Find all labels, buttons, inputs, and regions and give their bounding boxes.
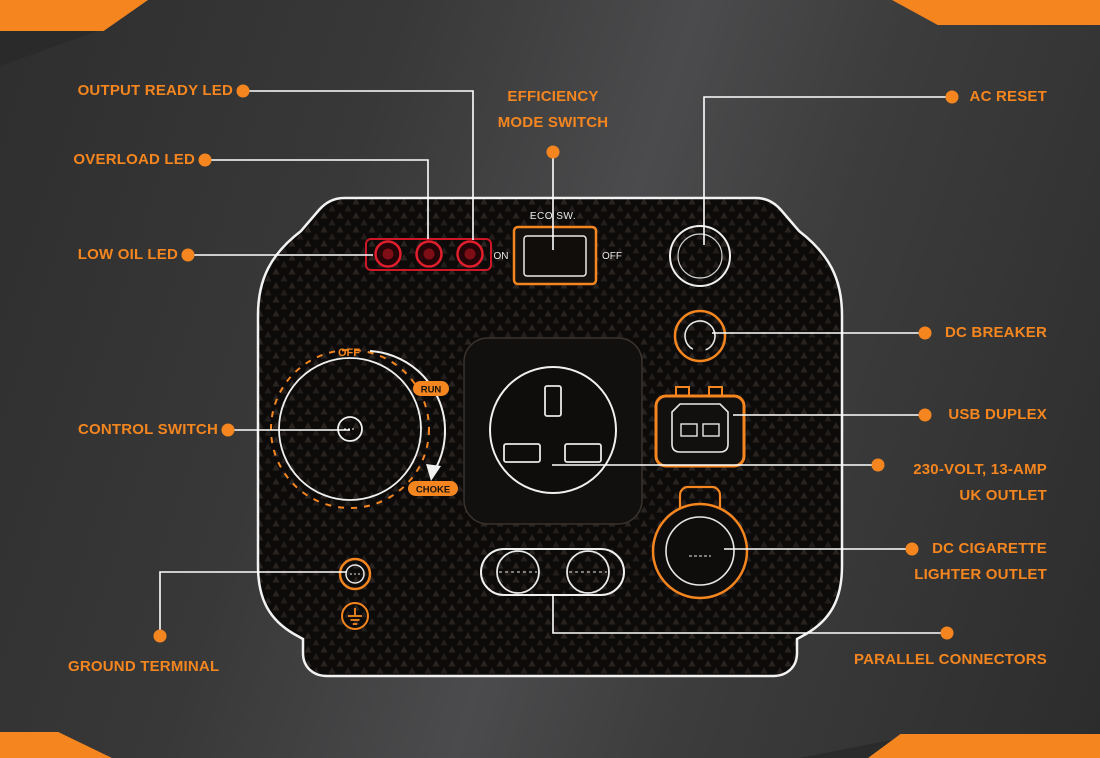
callout-dot bbox=[546, 145, 560, 159]
usb-port-icon bbox=[702, 423, 720, 437]
label-efficiency-line2: MODE SWITCH bbox=[497, 114, 609, 131]
label-ground-terminal: GROUND TERMINAL bbox=[68, 658, 220, 675]
knob-off-label: OFF bbox=[338, 347, 360, 359]
neutral-pin-slot bbox=[503, 443, 541, 463]
callout-dot bbox=[905, 542, 919, 556]
corner-accent-bottom-right bbox=[868, 734, 1100, 758]
leader-ac-reset bbox=[703, 96, 952, 245]
label-dc-lighter-line2: LIGHTER OUTLET bbox=[914, 566, 1047, 583]
uk-outlet bbox=[489, 366, 617, 494]
label-low-oil-led: LOW OIL LED bbox=[77, 246, 178, 263]
callout-dot bbox=[940, 626, 954, 640]
label-dc-lighter-line1: DC CIGARETTE bbox=[932, 540, 1047, 557]
dc-breaker bbox=[673, 309, 727, 363]
callout-dot bbox=[153, 629, 167, 643]
dc-lighter-outlet bbox=[651, 485, 749, 600]
callout-dot bbox=[181, 248, 195, 262]
callout-dot bbox=[871, 458, 885, 472]
overload-led-icon bbox=[415, 240, 443, 268]
label-uk-outlet-line1: 230-VOLT, 13-AMP bbox=[913, 461, 1047, 478]
usb-duplex bbox=[654, 386, 746, 468]
callout-dot bbox=[198, 153, 212, 167]
live-pin-slot bbox=[564, 443, 602, 463]
callout-dot bbox=[918, 326, 932, 340]
callout-dot bbox=[918, 408, 932, 422]
label-usb-duplex: USB DUPLEX bbox=[948, 406, 1047, 423]
eco-off-label: OFF bbox=[602, 251, 622, 262]
leader-parallel bbox=[552, 594, 947, 634]
output-ready-led-icon bbox=[456, 240, 484, 268]
label-uk-outlet-line2: UK OUTLET bbox=[959, 487, 1047, 504]
run-pill bbox=[413, 381, 449, 396]
eco-on-label: ON bbox=[494, 251, 509, 262]
ground-symbol-icon bbox=[341, 602, 369, 630]
callout-lines bbox=[159, 90, 952, 636]
earth-pin-slot bbox=[544, 385, 562, 417]
usb-port-icon bbox=[680, 423, 698, 437]
label-uk-outlet: 230-VOLT, 13-AMP UK OUTLET bbox=[913, 457, 1047, 509]
choke-pill bbox=[408, 481, 458, 496]
label-efficiency-line1: EFFICIENCY bbox=[507, 88, 599, 105]
leader-ground-terminal bbox=[159, 571, 347, 636]
leader-overload bbox=[205, 159, 429, 239]
callout-dot bbox=[236, 84, 250, 98]
label-parallel-connectors: PARALLEL CONNECTORS bbox=[854, 651, 1047, 668]
control-switch-knob: OFF RUN CHOKE bbox=[270, 347, 458, 509]
ground-terminal bbox=[338, 557, 372, 630]
callout-dot bbox=[221, 423, 235, 437]
callout-dot bbox=[945, 90, 959, 104]
label-ac-reset: AC RESET bbox=[969, 88, 1047, 105]
label-dc-breaker: DC BREAKER bbox=[944, 324, 1047, 341]
low-oil-led-icon bbox=[374, 240, 402, 268]
knob-run-label: RUN bbox=[421, 385, 442, 396]
label-control-switch: CONTROL SWITCH bbox=[77, 421, 218, 438]
label-output-ready-led: OUTPUT READY LED bbox=[77, 82, 233, 99]
leader-output-ready bbox=[243, 90, 474, 240]
label-dc-lighter: DC CIGARETTE LIGHTER OUTLET bbox=[914, 536, 1047, 588]
label-overload-led: OVERLOAD LED bbox=[73, 151, 195, 168]
label-efficiency-mode-switch: EFFICIENCY MODE SWITCH bbox=[463, 84, 643, 136]
arrowhead-icon bbox=[426, 464, 441, 481]
ac-reset-button bbox=[669, 225, 731, 287]
led-cluster bbox=[365, 238, 492, 271]
knob-choke-label: CHOKE bbox=[416, 485, 450, 496]
callout-dots bbox=[153, 84, 959, 643]
